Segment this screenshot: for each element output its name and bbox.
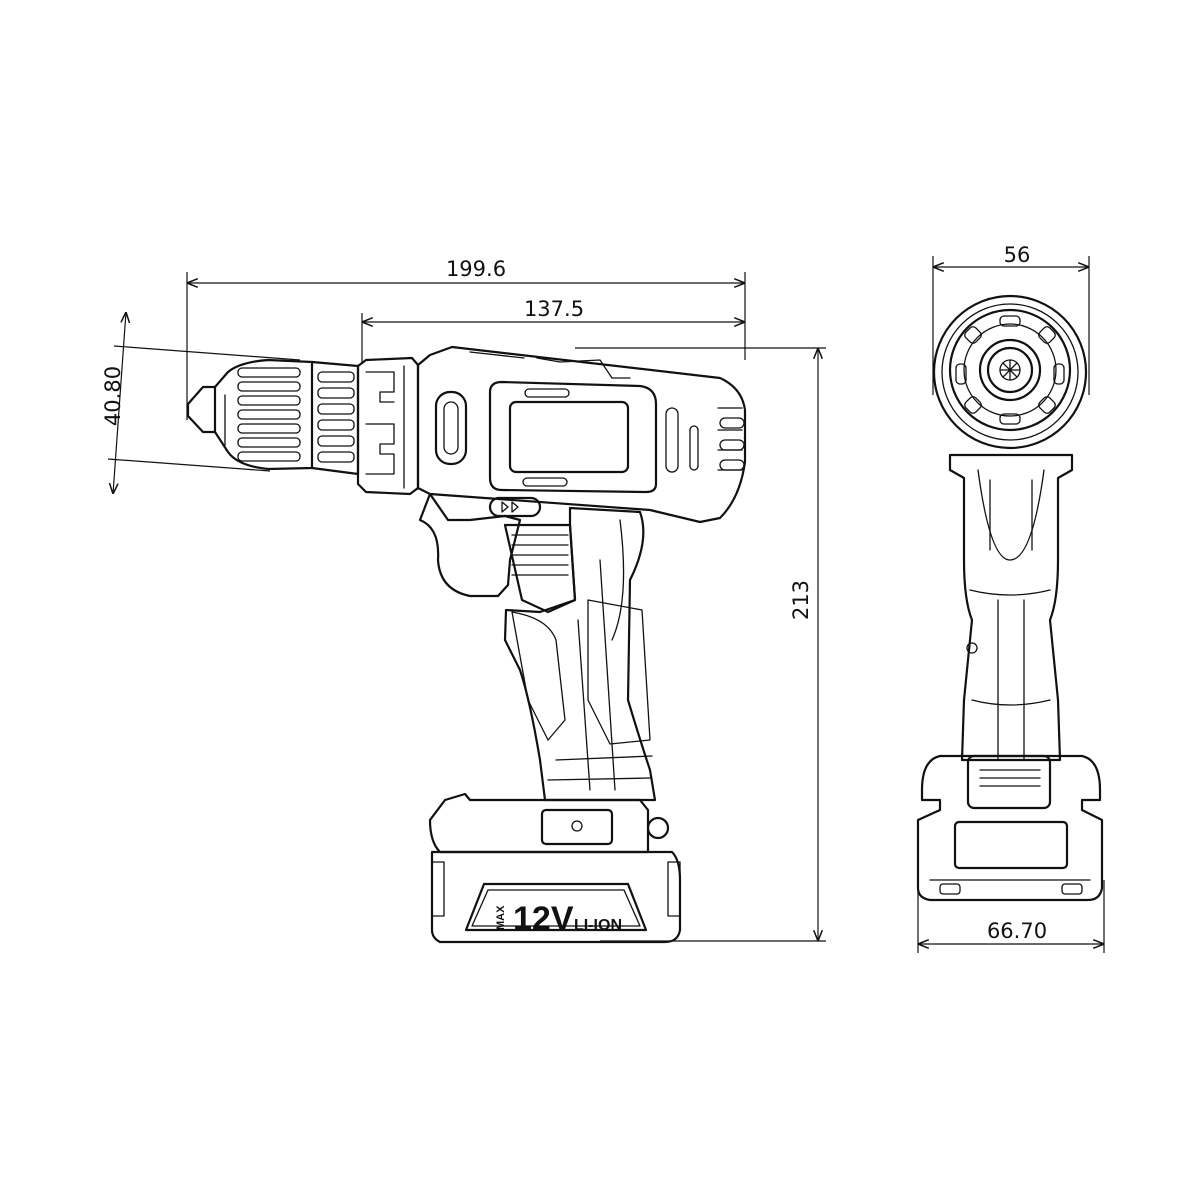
- dimension-body-length: 137.5: [361, 297, 745, 362]
- battery-voltage-label: 12V: [513, 900, 574, 938]
- drill-front-view: [916, 294, 1104, 902]
- battery: MAX 12V LI-ION: [428, 792, 682, 944]
- body-length-label: 137.5: [524, 297, 584, 321]
- top-width-label: 56: [1004, 243, 1031, 267]
- chuck: [186, 358, 360, 476]
- handle: [418, 492, 657, 802]
- trigger: [503, 523, 577, 614]
- height-label: 213: [789, 580, 813, 620]
- battery-chemistry-label: LI-ION: [574, 917, 622, 934]
- torque-collar: [356, 356, 420, 496]
- battery-max-label: MAX: [495, 905, 507, 930]
- direction-switch: [488, 496, 542, 518]
- dimension-chuck-diameter: 40.80: [101, 312, 301, 494]
- chuck-diameter-label: 40.80: [101, 366, 125, 426]
- drill-side-view: MAX 12V LI-ION: [186, 345, 747, 944]
- base-width-label: 66.70: [987, 919, 1047, 943]
- motor-housing: [416, 345, 747, 524]
- overall-length-label: 199.6: [446, 257, 506, 281]
- dimension-overall-length: 199.6: [186, 257, 746, 420]
- dimension-top-width: 56: [932, 243, 1090, 395]
- dimension-base-width: 66.70: [917, 880, 1105, 953]
